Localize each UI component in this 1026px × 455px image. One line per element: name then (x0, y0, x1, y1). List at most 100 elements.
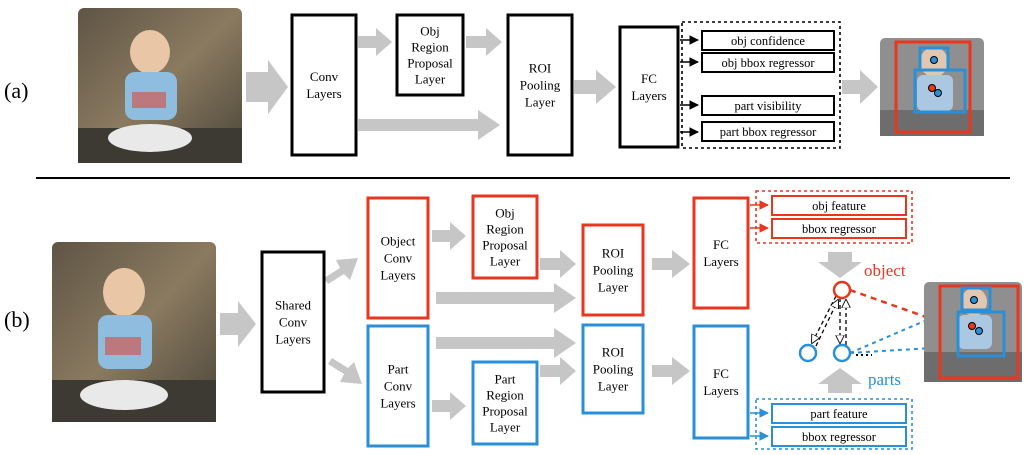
input-photo-b (52, 242, 216, 422)
obj-feature-head: obj feature (771, 195, 907, 216)
box-label-line: Conv (279, 315, 308, 330)
part-bbox-regressor-head: part bbox regressor (701, 121, 835, 142)
obj-rpn-box-b (471, 194, 539, 280)
shared-conv-box (260, 250, 326, 394)
box-label-line: Region (411, 40, 449, 55)
result-photo-b (924, 282, 1022, 382)
box-label-line: Layers (275, 332, 310, 347)
object-label: object (864, 261, 906, 280)
obj-confidence-head: obj confidence (701, 30, 835, 51)
box-label-line: Layer (598, 379, 629, 394)
obj-bbox-regressor-head: obj bbox regressor (701, 52, 835, 73)
box-label-line: Layer (415, 72, 446, 87)
box-label-line: Shared (275, 298, 312, 313)
box-label-line: Conv (384, 379, 413, 394)
box-label-line: Proposal (407, 56, 453, 71)
box-label-line: Part (495, 372, 516, 387)
box-label-line: ROI (602, 345, 624, 360)
obj-output-group (755, 190, 913, 244)
part-bbox-head: bbox regressor (771, 426, 907, 447)
svg-text:bbox regressor: bbox regressor (802, 430, 877, 444)
box-label-line: Layer (490, 254, 521, 269)
part-output-group (755, 398, 913, 450)
box-label-line: Proposal (482, 238, 528, 253)
box-label-line: Proposal (482, 404, 528, 419)
part-roi-box-b (581, 323, 645, 415)
part-output-arrows (750, 408, 769, 441)
roi-pooling-box-a (506, 13, 574, 157)
part-visibility-head: part visibility (701, 95, 835, 116)
part-node-1 (798, 343, 818, 363)
part-fc-label-b: FC Layers (703, 366, 738, 398)
svg-text:part visibility: part visibility (734, 99, 802, 113)
part-rpn-box-b (471, 360, 539, 446)
box-label-line: Layers (631, 88, 666, 103)
graph-edges (812, 295, 846, 347)
box-label-line: Layer (525, 95, 556, 110)
box-label-line: Pooling (593, 263, 634, 278)
output-group-a (681, 21, 841, 149)
box-label-line: FC (641, 71, 657, 86)
fc-layers-label-a: FC Layers (631, 71, 666, 103)
svg-text:obj feature: obj feature (812, 199, 866, 213)
box-label-line: ROI (529, 61, 551, 76)
box-label-line: Pooling (593, 362, 634, 377)
svg-text:obj confidence: obj confidence (731, 34, 805, 48)
part-conv-box (366, 324, 430, 448)
panel-b-label: (b) (4, 307, 30, 332)
box-label-line: Layer (490, 420, 521, 435)
box-label-line: Layers (703, 383, 738, 398)
box-label-line: Obj (495, 206, 515, 221)
box-label-line: Conv (310, 69, 339, 84)
box-label-line: Pooling (520, 78, 561, 93)
flow-arrows-b (220, 222, 862, 420)
input-photo-a (78, 8, 242, 163)
part-link-2 (849, 345, 965, 354)
part-fc-box-b (692, 324, 750, 440)
box-label-line: Layers (380, 268, 415, 283)
box-label-line: ROI (602, 246, 624, 261)
obj-fc-label-b: FC Layers (703, 237, 738, 269)
svg-text:part feature: part feature (810, 407, 868, 421)
result-photo-a (880, 38, 984, 136)
svg-text:part bbox regressor: part bbox regressor (720, 125, 817, 139)
box-label-line: FC (713, 366, 729, 381)
box-label-line: Layers (380, 396, 415, 411)
box-label-line: Region (486, 222, 524, 237)
box-label-line: Part (388, 362, 409, 377)
obj-output-arrows (750, 200, 769, 233)
object-conv-box (366, 196, 430, 320)
box-label-line: Conv (384, 251, 413, 266)
box-label-line: Layer (598, 280, 629, 295)
part-feature-head: part feature (771, 403, 907, 424)
object-node (832, 280, 852, 300)
flow-arrows-a (246, 28, 878, 140)
obj-bbox-head: bbox regressor (771, 218, 907, 239)
svg-text:bbox regressor: bbox regressor (802, 222, 877, 236)
box-label-line: Object (381, 234, 416, 249)
part-node-2 (832, 343, 852, 363)
panel-a-label: (a) (4, 78, 28, 103)
obj-roi-box-b (581, 223, 645, 317)
parts-label: parts (868, 370, 901, 389)
box-label-line: Layers (306, 86, 341, 101)
box-label-line: FC (713, 237, 729, 252)
box-label-line: Layers (703, 254, 738, 269)
obj-fc-box-b (692, 196, 750, 310)
box-label-line: Obj (420, 24, 440, 39)
output-arrows-a (680, 35, 699, 137)
conv-layers-box-a (290, 13, 358, 157)
obj-rpn-box-a (395, 13, 465, 97)
